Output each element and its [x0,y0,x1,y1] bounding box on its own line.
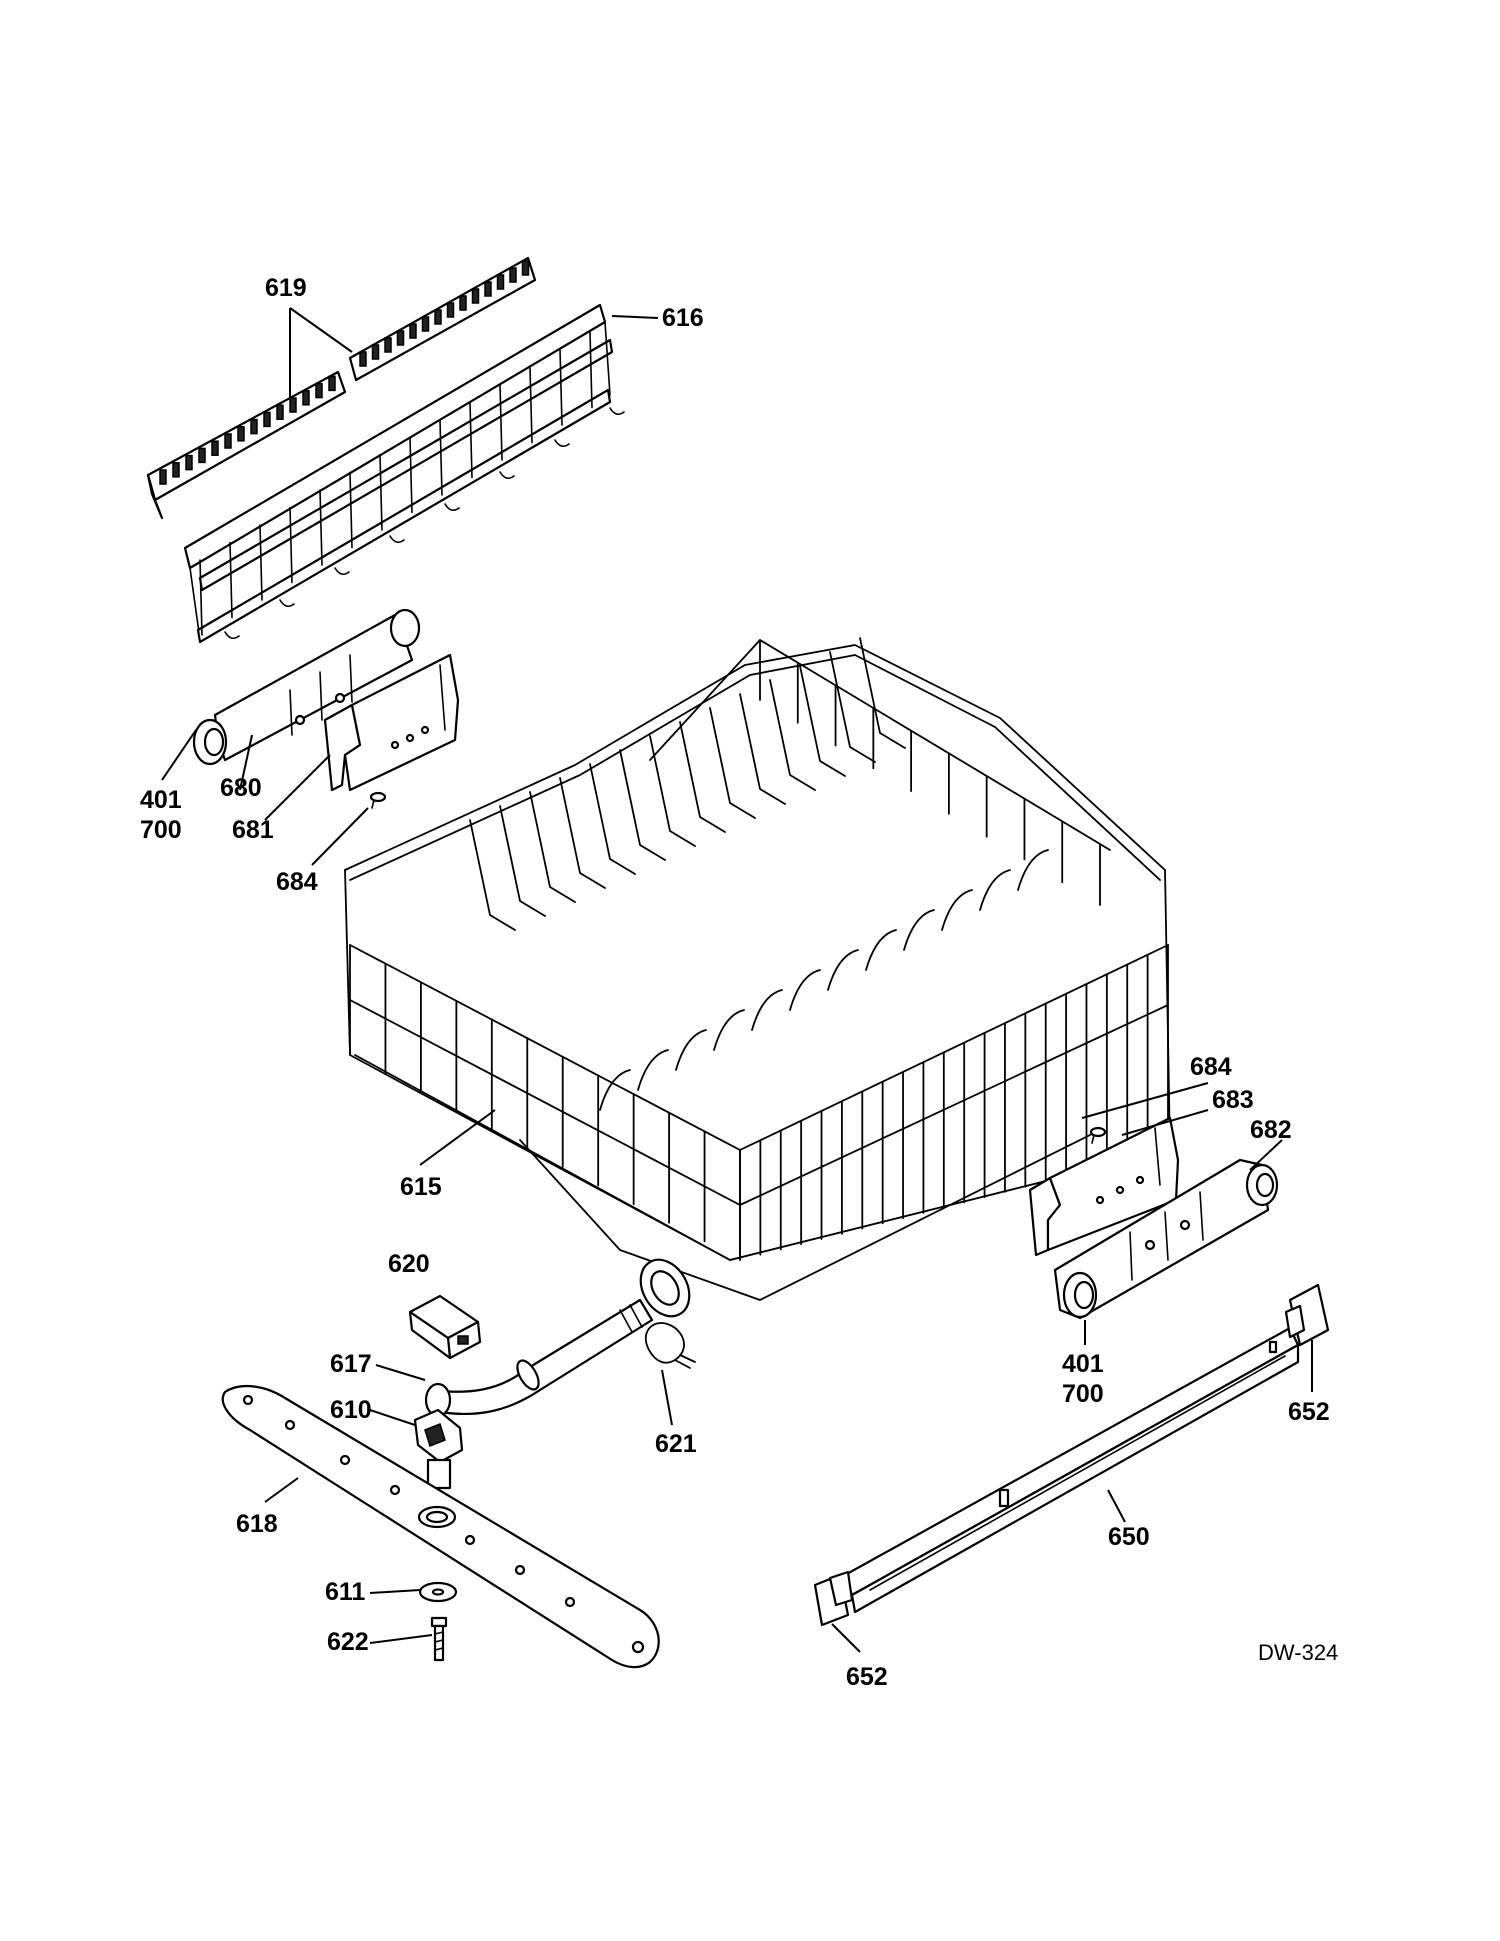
label-616: 616 [662,304,704,332]
clamp-621 [645,1322,696,1369]
label-622: 622 [327,1628,369,1656]
label-621: 621 [655,1430,697,1458]
label-684-right: 684 [1190,1053,1232,1081]
label-682: 682 [1250,1116,1292,1144]
end-cap-652-right [1284,1283,1330,1347]
spray-arm-618 [221,1385,660,1669]
drawing-code: DW-324 [1258,1640,1338,1665]
screw-684-right [1089,1126,1107,1144]
label-617: 617 [330,1350,372,1378]
label-683: 683 [1212,1086,1254,1114]
label-619: 619 [265,274,307,302]
label-401-left: 401 [140,786,182,814]
upper-rack-615 [344,637,1171,1301]
stop-bracket-683 [1028,1116,1180,1257]
stop-bracket-681 [323,653,460,792]
screw-684-left [369,791,387,809]
label-401-right: 401 [1062,1350,1104,1378]
end-cap-652-left [813,1570,854,1627]
label-618: 618 [236,1510,278,1538]
label-681: 681 [232,816,274,844]
label-610: 610 [330,1396,372,1424]
tine-clip-619-left [146,370,347,520]
label-700-right: 700 [1062,1380,1104,1408]
label-652-right: 652 [1288,1398,1330,1426]
cover-620 [408,1294,482,1360]
label-611: 611 [325,1578,365,1606]
label-620: 620 [388,1250,430,1278]
label-680: 680 [220,774,262,802]
rail-682 [1053,1158,1270,1320]
manifold-610 [413,1408,464,1490]
label-650: 650 [1108,1523,1150,1551]
label-652-left: 652 [846,1663,888,1691]
label-700-left: 700 [140,816,182,844]
feed-tube-617 [424,1258,691,1418]
wheel-401-left [192,608,421,766]
tine-rack-616 [183,303,625,644]
label-684-left: 684 [276,868,318,896]
wheel-401-right [1062,1163,1279,1319]
screw-622 [430,1616,448,1662]
label-615: 615 [400,1173,442,1201]
tine-clip-619-right [348,256,537,382]
leader-lines [161,307,1313,1653]
part-labels: 619 616 401 700 680 681 684 615 684 683 … [140,274,1338,1691]
washer-611 [418,1581,458,1603]
